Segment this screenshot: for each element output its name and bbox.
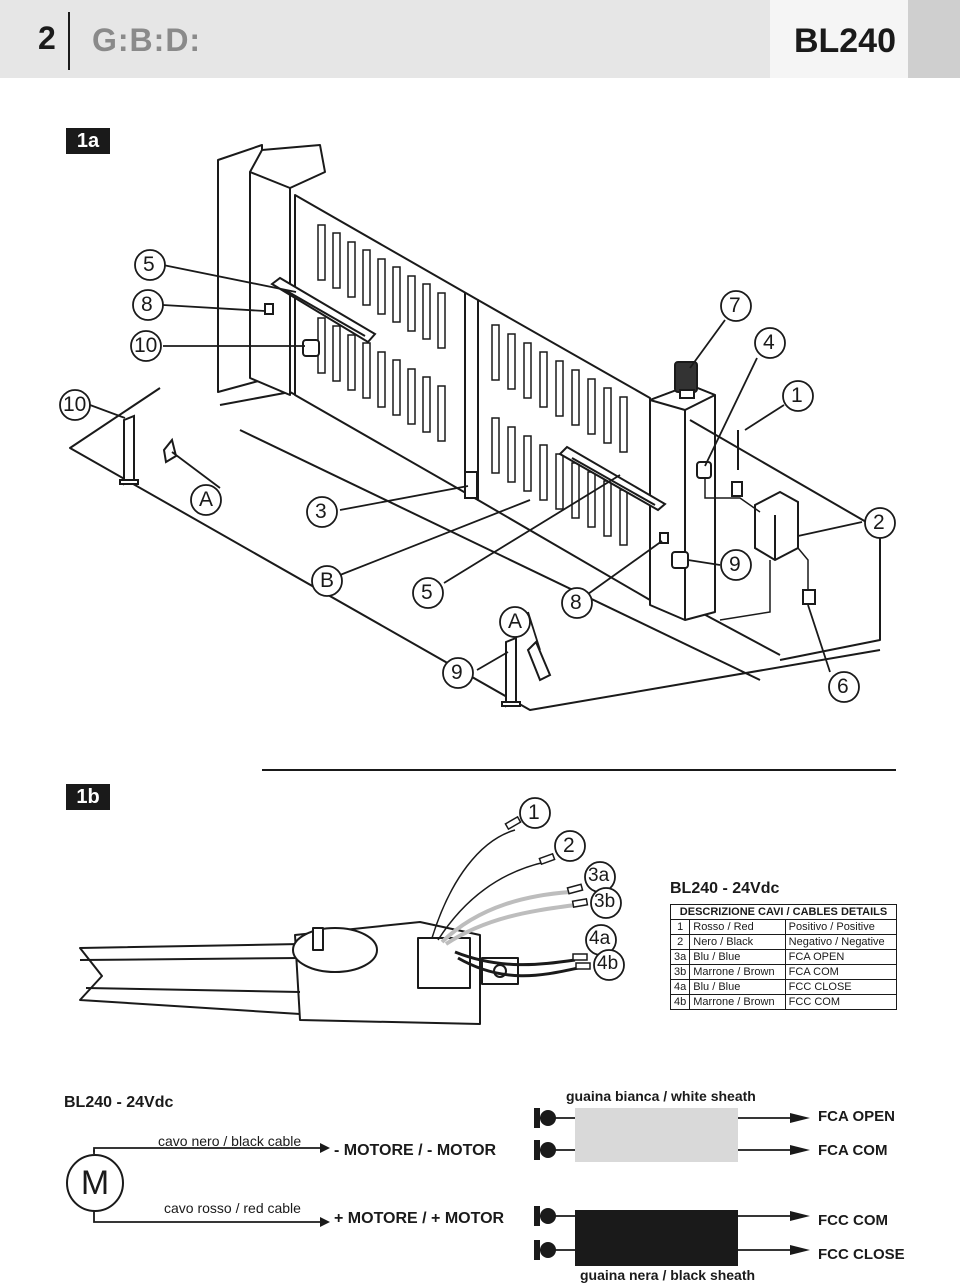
callout-7: 7 xyxy=(729,294,741,317)
black-sheath-label: guaina nera / black sheath xyxy=(580,1267,756,1283)
callout-6: 6 xyxy=(837,675,849,698)
gate-post-bottom xyxy=(505,636,517,708)
table-row: 2 Nero / Black Negativo / Negative xyxy=(669,934,898,950)
callout-8-top: 8 xyxy=(141,293,153,316)
photocell-right xyxy=(671,551,689,569)
cable-table-title: BL240 - 24Vdc xyxy=(670,880,780,897)
leader-lines xyxy=(89,264,863,673)
wiring-title: BL240 - 24Vdc xyxy=(64,1094,174,1111)
callout-1b-3b: 3b xyxy=(594,891,616,912)
cable-details-table: DESCRIZIONE CAVI / CABLES DETAILS 1 Ross… xyxy=(669,904,898,1010)
callout-A-mid: A xyxy=(199,488,214,511)
callout-1: 1 xyxy=(791,384,803,407)
callout-5-bottom: 5 xyxy=(421,581,433,604)
callout-10-left: 10 xyxy=(63,393,87,416)
figure-1b-label: 1b xyxy=(66,784,110,810)
callout-9-bottom: 9 xyxy=(451,661,463,684)
callout-A-bottom: A xyxy=(508,610,523,633)
flashing-light xyxy=(674,361,698,393)
brand-logo: G:B:D: xyxy=(92,22,202,58)
right-operator xyxy=(558,445,667,512)
fcc-com-label: FCC COM xyxy=(818,1212,888,1229)
wall xyxy=(689,419,881,661)
callout-1b-4b: 4b xyxy=(597,953,619,974)
table-row: 4a Blu / Blue FCC CLOSE xyxy=(669,979,898,995)
gate-stop-bottom xyxy=(526,640,552,682)
left-pillar xyxy=(249,159,291,396)
callout-5-top: 5 xyxy=(143,253,155,276)
fca-open-label: FCA OPEN xyxy=(818,1108,895,1125)
white-sheath-label: guaina bianca / white sheath xyxy=(566,1088,756,1104)
callout-1b-2: 2 xyxy=(563,834,575,857)
receiver xyxy=(731,481,743,497)
callout-1b-1: 1 xyxy=(528,801,540,824)
gate-stop-left xyxy=(162,437,178,464)
callout-8-bottom: 8 xyxy=(570,591,582,614)
callout-3: 3 xyxy=(315,500,327,523)
ground-rail xyxy=(239,429,761,681)
callout-2: 2 xyxy=(873,511,885,534)
table-row: 1 Rosso / Red Positivo / Positive xyxy=(669,919,898,935)
callout-1b-4a: 4a xyxy=(589,928,611,949)
plus-motor-label: + MOTORE / + MOTOR xyxy=(334,1210,505,1227)
junction-box xyxy=(802,589,816,605)
figure-1b-rule xyxy=(262,769,896,771)
fca-com-label: FCA COM xyxy=(818,1142,888,1159)
cable-table-header: DESCRIZIONE CAVI / CABLES DETAILS xyxy=(670,904,897,920)
table-row: 3a Blu / Blue FCA OPEN xyxy=(669,949,898,965)
ground-outline xyxy=(69,387,881,711)
gate-bars xyxy=(317,224,628,546)
page-number: 2 xyxy=(38,20,56,56)
callout-B: B xyxy=(320,569,335,592)
header-strip xyxy=(908,0,960,78)
table-row: 3b Marrone / Brown FCA COM xyxy=(669,964,898,980)
callout-4: 4 xyxy=(763,331,775,354)
photocell-left xyxy=(302,339,320,357)
fcc-close-label: FCC CLOSE xyxy=(818,1246,905,1263)
black-cable-label: cavo nero / black cable xyxy=(158,1133,302,1149)
control-box xyxy=(754,490,799,562)
callout-circles xyxy=(59,249,896,703)
figure-1a-label: 1a xyxy=(66,128,110,154)
callout-9-right: 9 xyxy=(729,553,741,576)
model-cell xyxy=(770,0,908,78)
red-cable-label: cavo rosso / red cable xyxy=(164,1200,301,1216)
header-divider xyxy=(68,12,70,70)
wiring-runs xyxy=(704,478,809,621)
gate-post-left xyxy=(123,414,135,486)
minus-motor-label: - MOTORE / - MOTOR xyxy=(334,1142,497,1159)
table-row: 4b Marrone / Brown FCC COM xyxy=(669,994,898,1010)
motor-symbol: M xyxy=(66,1154,124,1212)
model-title: BL240 xyxy=(793,22,896,60)
callout-1b-3a: 3a xyxy=(588,865,610,886)
left-pillar-top xyxy=(249,144,326,189)
callout-10-top: 10 xyxy=(134,334,158,357)
key-selector xyxy=(696,461,712,479)
